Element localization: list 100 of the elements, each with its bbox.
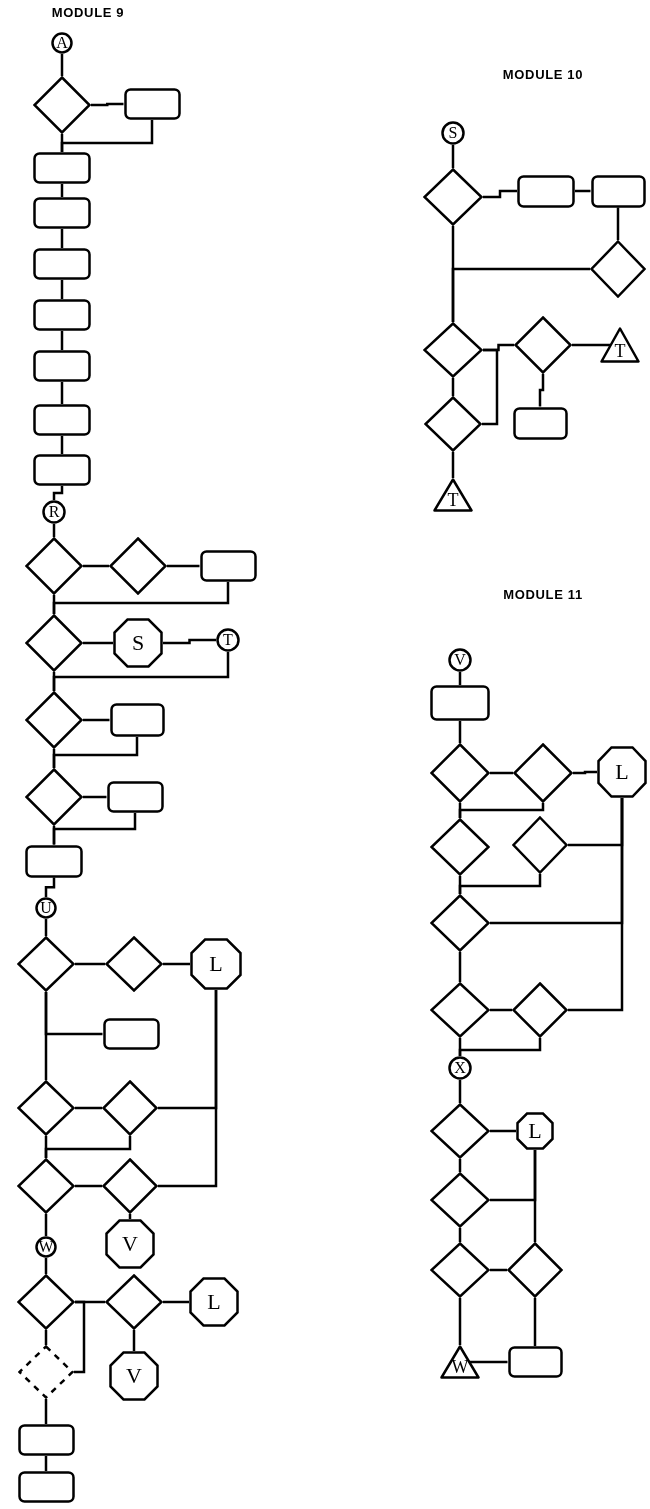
connector-line bbox=[52, 672, 56, 691]
connector-triangle bbox=[440, 1345, 480, 1379]
process-box bbox=[33, 152, 91, 184]
process-box bbox=[17, 1471, 75, 1503]
decision-diamond bbox=[423, 322, 483, 378]
connector-line bbox=[52, 749, 56, 768]
decision-diamond bbox=[424, 396, 482, 452]
connector-letter: V bbox=[126, 1365, 142, 1387]
process-box bbox=[33, 454, 91, 486]
connector-line bbox=[163, 962, 190, 966]
process-box bbox=[123, 88, 181, 120]
connector-letter: U bbox=[40, 900, 52, 916]
decision-diamond bbox=[430, 743, 490, 803]
connector-circle bbox=[448, 648, 472, 672]
connector-line bbox=[483, 189, 517, 199]
connector-line bbox=[75, 1106, 102, 1110]
decision-diamond bbox=[33, 76, 91, 134]
connector-line bbox=[451, 452, 455, 478]
connector-octagon bbox=[105, 1219, 155, 1269]
connector-octagon bbox=[113, 618, 163, 668]
connector-line bbox=[573, 770, 597, 775]
process-box bbox=[199, 550, 257, 582]
decision-diamond bbox=[430, 1242, 490, 1298]
connector-letter: T bbox=[447, 491, 459, 509]
connector-letter: R bbox=[48, 504, 60, 520]
decision-diamond bbox=[430, 894, 490, 952]
connector-circle bbox=[441, 121, 465, 145]
connector-line bbox=[44, 1136, 48, 1158]
process-box bbox=[106, 781, 164, 813]
process-box bbox=[33, 248, 91, 280]
decision-diamond bbox=[109, 537, 167, 595]
connector-line bbox=[568, 798, 624, 1012]
connector-line bbox=[482, 348, 499, 426]
decision-diamond bbox=[105, 1274, 163, 1330]
connector-letter: S bbox=[131, 632, 145, 654]
connector-letter: X bbox=[454, 1060, 466, 1076]
connector-line bbox=[75, 1184, 102, 1188]
connector-line bbox=[490, 771, 513, 775]
connector-triangle bbox=[433, 478, 473, 512]
process-box bbox=[33, 350, 91, 382]
decision-diamond bbox=[423, 168, 483, 226]
connector-line bbox=[533, 1150, 537, 1242]
connector-letter: T bbox=[614, 342, 626, 360]
connector-line bbox=[44, 992, 48, 1080]
connector-letter: L bbox=[615, 761, 629, 783]
connector-line bbox=[163, 638, 216, 645]
decision-diamond bbox=[25, 537, 83, 595]
decision-diamond bbox=[17, 1274, 75, 1330]
connector-line bbox=[44, 877, 56, 897]
connector-line bbox=[470, 1360, 508, 1364]
connector-line bbox=[60, 382, 64, 404]
connector-octagon bbox=[109, 1351, 159, 1401]
connector-octagon bbox=[516, 1112, 554, 1150]
connector-triangle bbox=[600, 327, 640, 363]
connector-octagon bbox=[189, 1277, 239, 1327]
connector-letter: S bbox=[448, 125, 458, 141]
connector-circle bbox=[35, 897, 57, 919]
decision-diamond bbox=[17, 1158, 75, 1214]
decision-diamond bbox=[18, 1345, 74, 1399]
connector-line bbox=[490, 1129, 516, 1133]
connector-line bbox=[60, 54, 64, 76]
process-box bbox=[33, 404, 91, 436]
connector-line bbox=[458, 721, 462, 743]
process-box bbox=[33, 197, 91, 229]
process-box bbox=[507, 1346, 563, 1378]
module-title: MODULE 10 bbox=[502, 67, 584, 83]
decision-diamond bbox=[17, 936, 75, 992]
decision-diamond bbox=[25, 614, 83, 672]
connector-line bbox=[533, 1298, 537, 1346]
decision-diamond bbox=[17, 1080, 75, 1136]
connector-line bbox=[52, 595, 56, 614]
module-title: MODULE 11 bbox=[503, 587, 583, 603]
connector-octagon bbox=[597, 746, 647, 798]
connector-letter: T bbox=[223, 632, 233, 648]
connector-line bbox=[458, 1298, 462, 1345]
decision-diamond bbox=[430, 1172, 490, 1228]
connector-line bbox=[158, 990, 218, 1188]
decision-diamond bbox=[513, 743, 573, 803]
process-box bbox=[33, 299, 91, 331]
process-box bbox=[25, 844, 83, 878]
connector-line bbox=[60, 229, 64, 248]
decision-diamond bbox=[512, 816, 568, 874]
connector-line bbox=[83, 641, 113, 645]
connector-line bbox=[163, 1300, 189, 1304]
connector-letter: V bbox=[122, 1233, 138, 1255]
connector-circle bbox=[42, 500, 66, 524]
connector-letter: L bbox=[528, 1120, 542, 1142]
process-box bbox=[17, 1424, 75, 1456]
connector-line bbox=[167, 564, 200, 568]
connector-line bbox=[83, 795, 107, 799]
decision-diamond bbox=[25, 768, 83, 826]
process-box bbox=[590, 174, 646, 208]
decision-diamond bbox=[507, 1242, 563, 1298]
connector-line bbox=[458, 952, 462, 982]
decision-diamond bbox=[512, 982, 568, 1038]
connector-letter: A bbox=[56, 35, 68, 51]
decision-diamond bbox=[430, 982, 490, 1038]
connector-line bbox=[572, 343, 610, 347]
process-box bbox=[430, 685, 490, 721]
connector-letter: V bbox=[454, 652, 466, 668]
